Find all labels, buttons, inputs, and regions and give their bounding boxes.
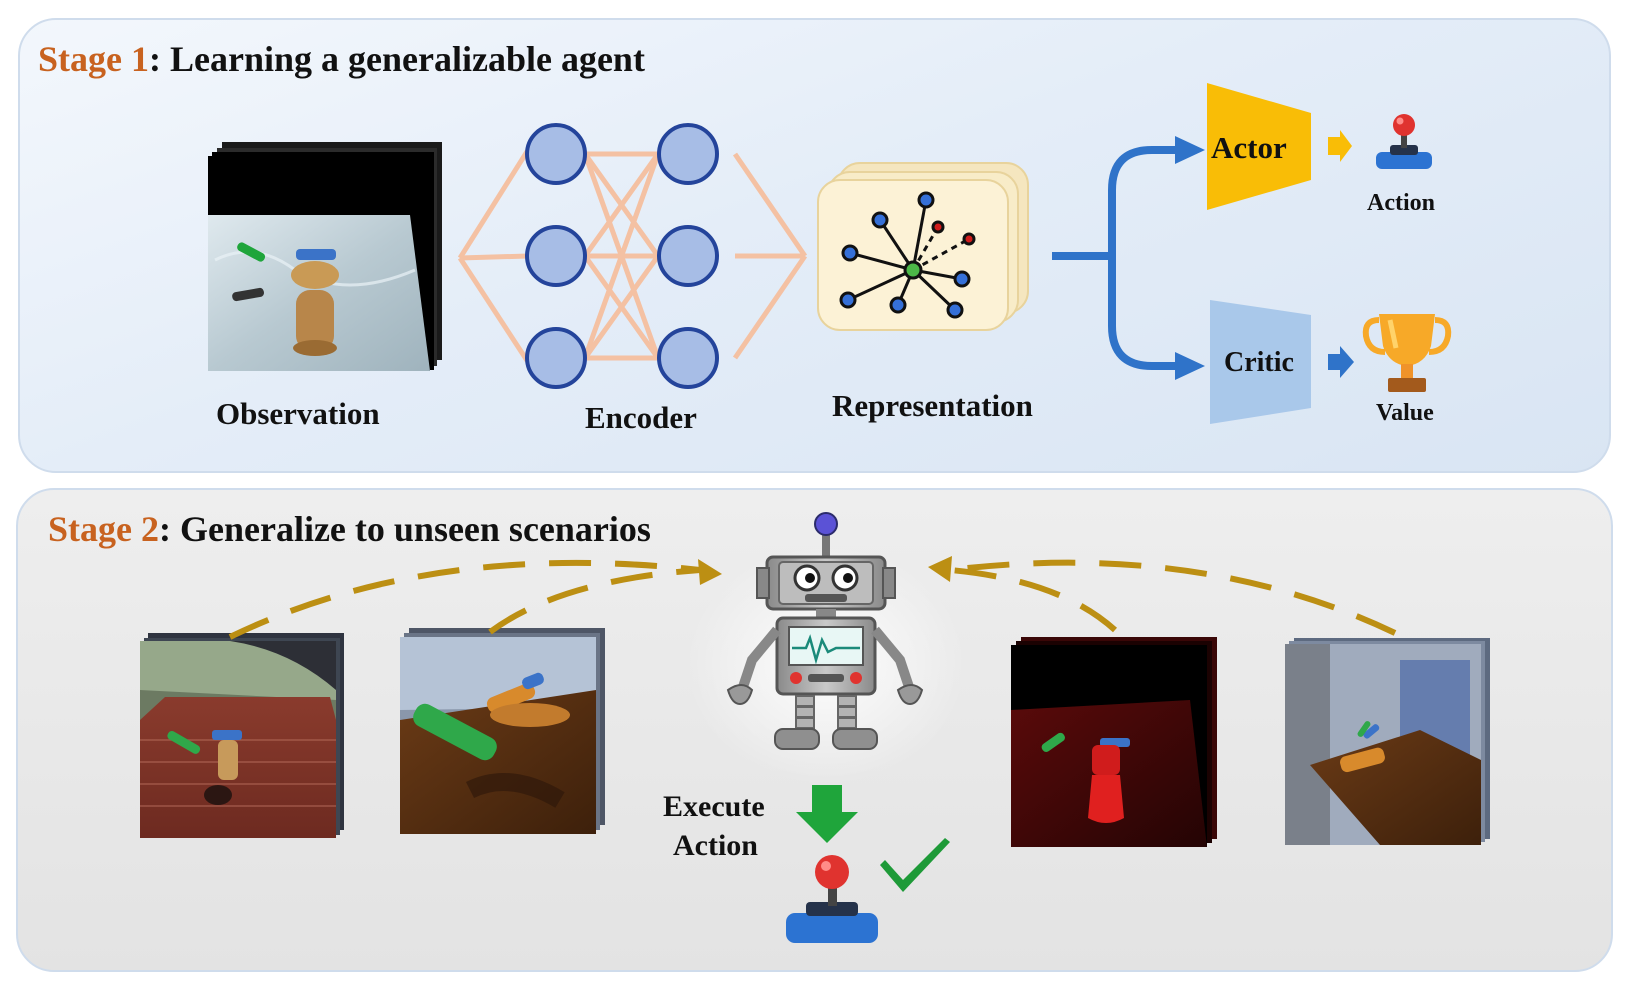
dashed-arrows	[228, 559, 1397, 640]
stage1-title: Stage 1: Learning a generalizable agent	[38, 38, 645, 80]
trophy-icon	[1362, 314, 1452, 392]
value-label: Value	[1376, 400, 1434, 426]
actor-label: Actor	[1211, 130, 1287, 165]
representation-card-stack	[817, 162, 1029, 331]
stage2-title-text: : Generalize to unseen scenarios	[159, 509, 651, 549]
execute-label-line1: Execute	[663, 790, 765, 823]
unseen-scenario-image-2	[400, 628, 605, 834]
action-label: Action	[1367, 190, 1435, 216]
robot-icon	[686, 512, 966, 785]
unseen-scenario-image-4	[1285, 638, 1490, 845]
graph-icon	[839, 191, 976, 319]
actor-output-arrow	[1328, 130, 1352, 162]
branch-arrows	[1052, 146, 1175, 370]
checkmark-icon	[880, 838, 950, 892]
critic-block	[1210, 300, 1311, 424]
unseen-scenario-image-1	[140, 633, 344, 838]
stage1-title-text: : Learning a generalizable agent	[149, 39, 645, 79]
encoder-label: Encoder	[585, 400, 697, 435]
representation-label: Representation	[832, 388, 1033, 423]
encoder-nodes	[525, 123, 719, 389]
unseen-scenario-image-3	[1011, 637, 1217, 847]
actor-block	[1207, 83, 1311, 210]
execute-label-line2: Action	[673, 829, 758, 862]
stage1-label: Stage 1	[38, 39, 149, 79]
critic-label: Critic	[1224, 347, 1294, 378]
critic-output-arrow	[1328, 346, 1354, 378]
observation-label: Observation	[216, 396, 380, 431]
stage2-title: Stage 2: Generalize to unseen scenarios	[48, 508, 651, 550]
encoder-edges	[457, 148, 808, 364]
down-arrow-icon	[796, 785, 858, 843]
joystick-icon-execute	[786, 855, 878, 943]
observation-image-stack	[208, 142, 442, 371]
joystick-icon	[1376, 114, 1432, 169]
stage2-label: Stage 2	[48, 509, 159, 549]
